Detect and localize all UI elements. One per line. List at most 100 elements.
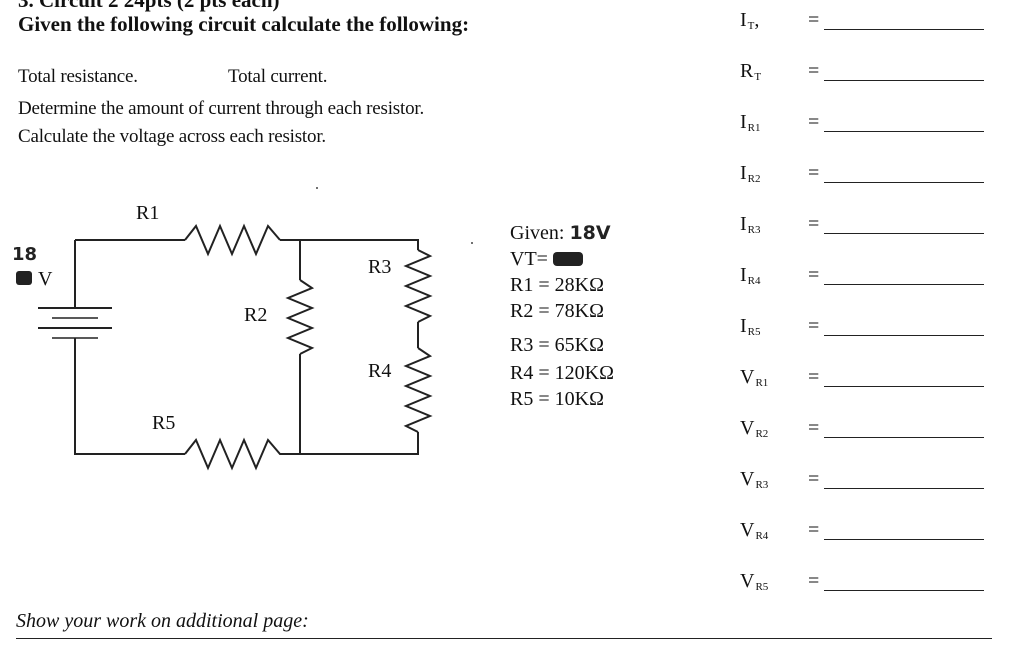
scribble-mark: [552, 252, 583, 266]
given-r1: R1 = 28KΩ: [510, 274, 604, 296]
answer-symbol-subscript: R2: [747, 173, 761, 185]
equals-sign: =: [808, 315, 820, 337]
speck: [316, 187, 318, 189]
answer-symbol-letter: V: [740, 570, 755, 592]
given-r2: R2 = 78KΩ: [510, 300, 604, 322]
answer-row: VR5 =: [740, 557, 990, 597]
given-label-text: Given:: [510, 222, 565, 244]
equals-sign: =: [808, 417, 820, 439]
answer-row: IR5 =: [740, 302, 990, 342]
answer-row: IR1 =: [740, 98, 990, 138]
answer-row: VR3 =: [740, 455, 990, 495]
answer-symbol-suffix: ,: [754, 9, 760, 31]
resistor-r3: [403, 249, 433, 323]
answer-symbol-subscript: R1: [755, 377, 769, 389]
answer-symbol-letter: I: [740, 213, 747, 235]
answer-symbol: IT,: [740, 9, 759, 32]
answer-row: VR4 =: [740, 506, 990, 546]
answer-blank[interactable]: [824, 437, 984, 438]
equals-sign: =: [808, 264, 820, 286]
given-r3: R3 = 65KΩ: [510, 334, 604, 356]
answer-symbol-letter: V: [740, 468, 755, 490]
question-title: Given the following circuit calculate th…: [18, 12, 470, 36]
equals-sign: =: [808, 111, 820, 133]
answer-symbol-subscript: T: [747, 20, 755, 32]
answer-symbol-letter: V: [740, 519, 755, 541]
answer-symbol-subscript: R2: [755, 428, 769, 440]
answer-symbol-subscript: R3: [755, 479, 769, 491]
equals-sign: =: [808, 468, 820, 490]
answer-row: IR3 =: [740, 200, 990, 240]
answer-blank[interactable]: [824, 182, 984, 183]
answer-symbol-letter: R: [740, 60, 754, 82]
answer-symbol: IR5: [740, 315, 761, 338]
answer-symbol: IR1: [740, 111, 761, 134]
answer-symbol: VR4: [740, 519, 768, 542]
given-r5: R5 = 10KΩ: [510, 388, 604, 410]
given-r4: R4 = 120KΩ: [510, 362, 614, 384]
label-r4: R4: [368, 360, 392, 382]
answer-symbol-letter: V: [740, 366, 755, 388]
scribble-mark: [16, 271, 32, 285]
given-handwritten-voltage: 18V: [569, 222, 611, 244]
footer-rule: [16, 638, 992, 639]
answer-blank[interactable]: [824, 80, 984, 81]
resistor-r5: [184, 437, 296, 471]
answer-blank[interactable]: [824, 131, 984, 132]
given-vt: VT=: [510, 248, 583, 271]
answer-symbol-letter: I: [740, 315, 747, 337]
answer-symbol-subscript: R3: [747, 224, 761, 236]
answer-symbol-subscript: R1: [747, 122, 761, 134]
label-r5: R5: [152, 412, 176, 434]
equals-sign: =: [808, 9, 820, 31]
label-r2: R2: [244, 304, 268, 326]
wire-right-bottom: [296, 432, 419, 455]
answer-symbol: VR2: [740, 417, 768, 440]
answer-row: IR4 =: [740, 251, 990, 291]
speck: [471, 242, 473, 244]
instruction-current-each-resistor: Determine the amount of current through …: [18, 98, 425, 119]
instruction-total-current: Total current.: [228, 66, 328, 87]
resistor-r2: [285, 279, 315, 355]
answer-blank[interactable]: [824, 539, 984, 540]
answer-row: IR2 =: [740, 149, 990, 189]
answer-symbol-subscript: R4: [747, 275, 761, 287]
source-unit-label: V: [38, 268, 53, 290]
answer-symbol-subscript: R5: [755, 581, 769, 593]
label-r1: R1: [136, 202, 160, 224]
cut-off-question-heading: 3. Circuit 2 24pts (2 pts each): [18, 0, 280, 12]
instruction-total-resistance: Total resistance.: [18, 66, 138, 87]
answer-blank[interactable]: [824, 284, 984, 285]
equals-sign: =: [808, 213, 820, 235]
wire-left-bottom: [74, 338, 185, 455]
given-label: Given: 18V: [510, 222, 611, 245]
given-vt-label: VT=: [510, 248, 548, 270]
answer-symbol: RT: [740, 60, 761, 83]
source-handwritten-value: 18: [12, 244, 38, 265]
show-work-instruction: Show your work on additional page:: [16, 610, 309, 632]
equals-sign: =: [808, 366, 820, 388]
answer-symbol: IR2: [740, 162, 761, 185]
instruction-voltage-each-resistor: Calculate the voltage across each resist…: [18, 126, 326, 147]
answer-symbol-subscript: R5: [747, 326, 761, 338]
equals-sign: =: [808, 570, 820, 592]
answer-blank[interactable]: [824, 590, 984, 591]
answer-symbol: IR4: [740, 264, 761, 287]
answer-symbol: VR3: [740, 468, 768, 491]
resistor-r4: [403, 347, 433, 433]
wire-top-right: [280, 239, 419, 250]
answer-row: RT=: [740, 47, 990, 87]
answer-row: VR1 =: [740, 353, 990, 393]
answer-blank[interactable]: [824, 386, 984, 387]
answer-symbol-letter: V: [740, 417, 755, 439]
equals-sign: =: [808, 162, 820, 184]
answer-row: VR2 =: [740, 404, 990, 444]
answer-blank[interactable]: [824, 335, 984, 336]
answer-blank[interactable]: [824, 488, 984, 489]
answer-blank[interactable]: [824, 233, 984, 234]
answer-blank[interactable]: [824, 29, 984, 30]
answer-symbol-letter: I: [740, 111, 747, 133]
resistor-r1: [184, 223, 281, 257]
equals-sign: =: [808, 519, 820, 541]
